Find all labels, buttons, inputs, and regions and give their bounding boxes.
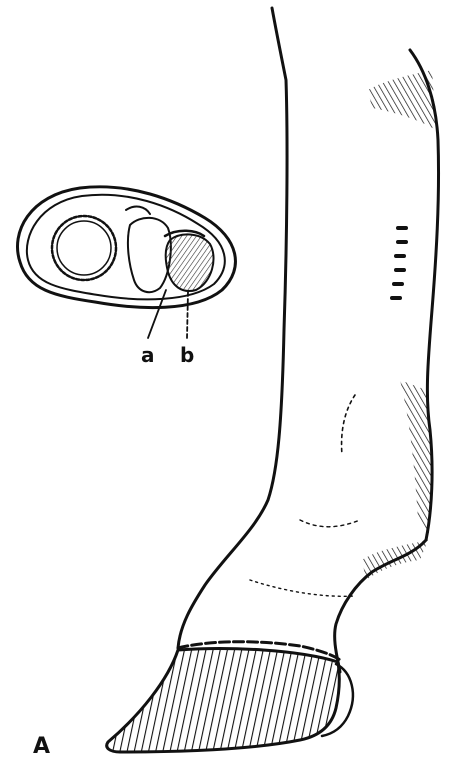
- label-b-leader: [187, 292, 188, 338]
- label-b: b: [180, 343, 194, 367]
- panel-label: A: [33, 734, 50, 759]
- splint-region: [128, 218, 171, 292]
- leg-drawing: [107, 8, 439, 752]
- cross-section-diagram: [18, 187, 236, 338]
- tendon-marks: [392, 228, 406, 298]
- leg-back-outline: [335, 50, 439, 672]
- cannon-bone-section: [52, 216, 116, 280]
- hoof: [107, 649, 340, 753]
- leg-front-outline: [178, 8, 287, 648]
- label-a: a: [141, 343, 155, 367]
- label-a-leader: [148, 290, 166, 338]
- tendon-section: [166, 234, 214, 291]
